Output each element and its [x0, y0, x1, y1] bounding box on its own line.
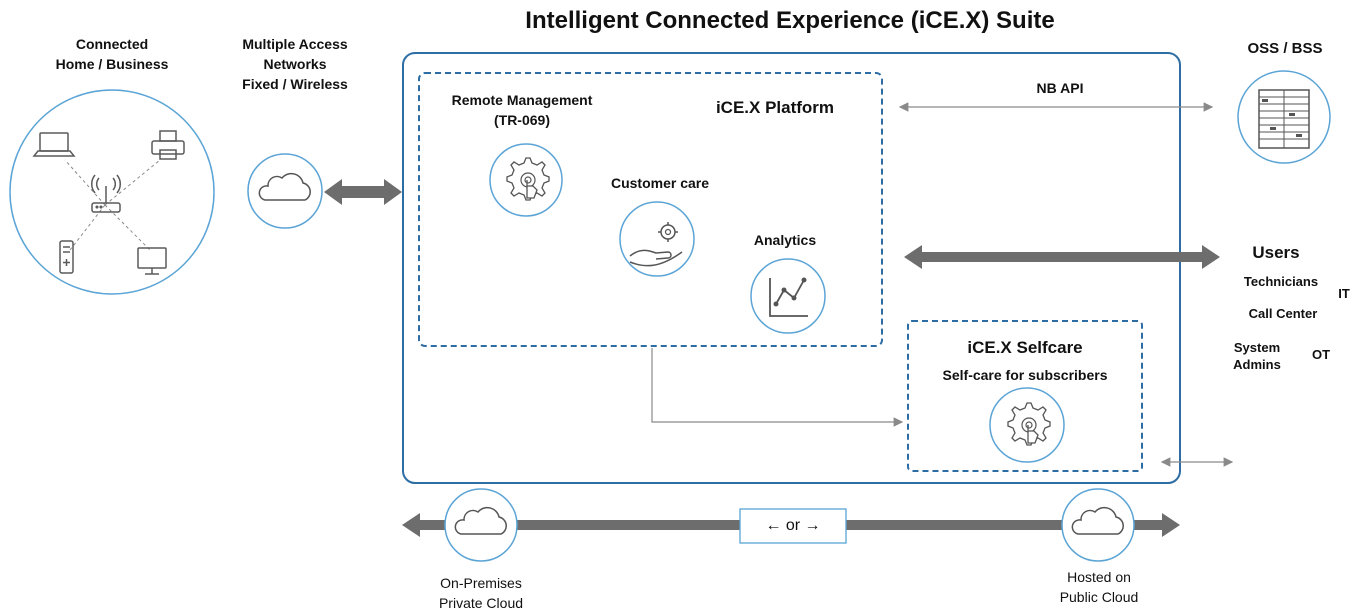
- oss-bss-server-icon: [1237, 70, 1331, 164]
- public-cloud-label: Hosted on Public Cloud: [1018, 567, 1180, 607]
- access-network-cloud: [247, 153, 323, 229]
- or-label: ← or →: [765, 517, 821, 534]
- printer-icon: [151, 130, 185, 160]
- platform-box: [418, 72, 883, 347]
- oss-bss-label: OSS / BSS: [1247, 40, 1323, 57]
- customer-care-icon: [619, 201, 695, 277]
- diagram-title: Intelligent Connected Experience (iCE.X)…: [525, 7, 1055, 34]
- selfcare-title: iCE.X Selfcare: [967, 338, 1083, 357]
- selfcare-subtitle: Self-care for subscribers: [942, 367, 1108, 383]
- call-center-label: Call Center: [1248, 306, 1318, 321]
- analytics-icon: [750, 258, 826, 334]
- remote-management-icon: [489, 143, 563, 217]
- cloud-icon: [258, 172, 311, 201]
- access-networks-label: Multiple Access Networks Fixed / Wireles…: [210, 34, 380, 94]
- customer-care-label: Customer care: [610, 175, 710, 191]
- technicians-label: Technicians: [1243, 274, 1319, 289]
- remote-line2: (TR-069): [493, 112, 550, 128]
- on-premises-cloud: [444, 488, 518, 562]
- home-line2: Home / Business: [55, 56, 169, 72]
- home-circle: [9, 89, 215, 295]
- ot-label: OT: [1311, 347, 1331, 362]
- system-admins-line2: Admins: [1233, 357, 1281, 372]
- platform-title: iCE.X Platform: [715, 98, 835, 117]
- selfcare-icon: [989, 387, 1065, 463]
- public-line2: Public Cloud: [1059, 589, 1139, 605]
- system-admins-label: System Admins: [1222, 339, 1292, 373]
- nb-api-label: NB API: [1036, 80, 1084, 96]
- home-line1: Connected: [75, 36, 149, 52]
- public-line1: Hosted on: [1067, 569, 1131, 585]
- networks-line2: Networks: [263, 56, 327, 72]
- users-title: Users: [1252, 243, 1300, 262]
- cloud-icon: [1071, 506, 1124, 535]
- cloud-icon: [454, 506, 507, 535]
- suite-box: [402, 52, 1181, 484]
- system-admins-line1: System: [1233, 340, 1281, 355]
- onprem-line2: Private Cloud: [438, 595, 524, 611]
- or-box: [739, 508, 847, 544]
- monitor-icon: [137, 247, 167, 275]
- remote-management-label: Remote Management (TR-069): [422, 90, 622, 130]
- analytics-label: Analytics: [753, 232, 817, 248]
- onprem-line1: On-Premises: [440, 575, 522, 591]
- remote-line1: Remote Management: [451, 92, 593, 108]
- platform-to-selfcare-line: [651, 348, 904, 427]
- users-double-arrow: [904, 245, 1220, 269]
- connected-home-group: [9, 89, 215, 295]
- laptop-icon: [32, 132, 76, 157]
- connected-home-label: Connected Home / Business: [22, 34, 202, 74]
- remote-icon: [59, 240, 74, 274]
- access-double-arrow: [324, 179, 402, 205]
- public-cloud: [1061, 488, 1135, 562]
- networks-line1: Multiple Access: [242, 36, 348, 52]
- on-premises-label: On-Premises Private Cloud: [400, 573, 562, 613]
- networks-line3: Fixed / Wireless: [242, 76, 348, 92]
- router-icon: [91, 174, 121, 213]
- it-label: IT: [1338, 286, 1350, 301]
- selfcare-box: [907, 320, 1143, 472]
